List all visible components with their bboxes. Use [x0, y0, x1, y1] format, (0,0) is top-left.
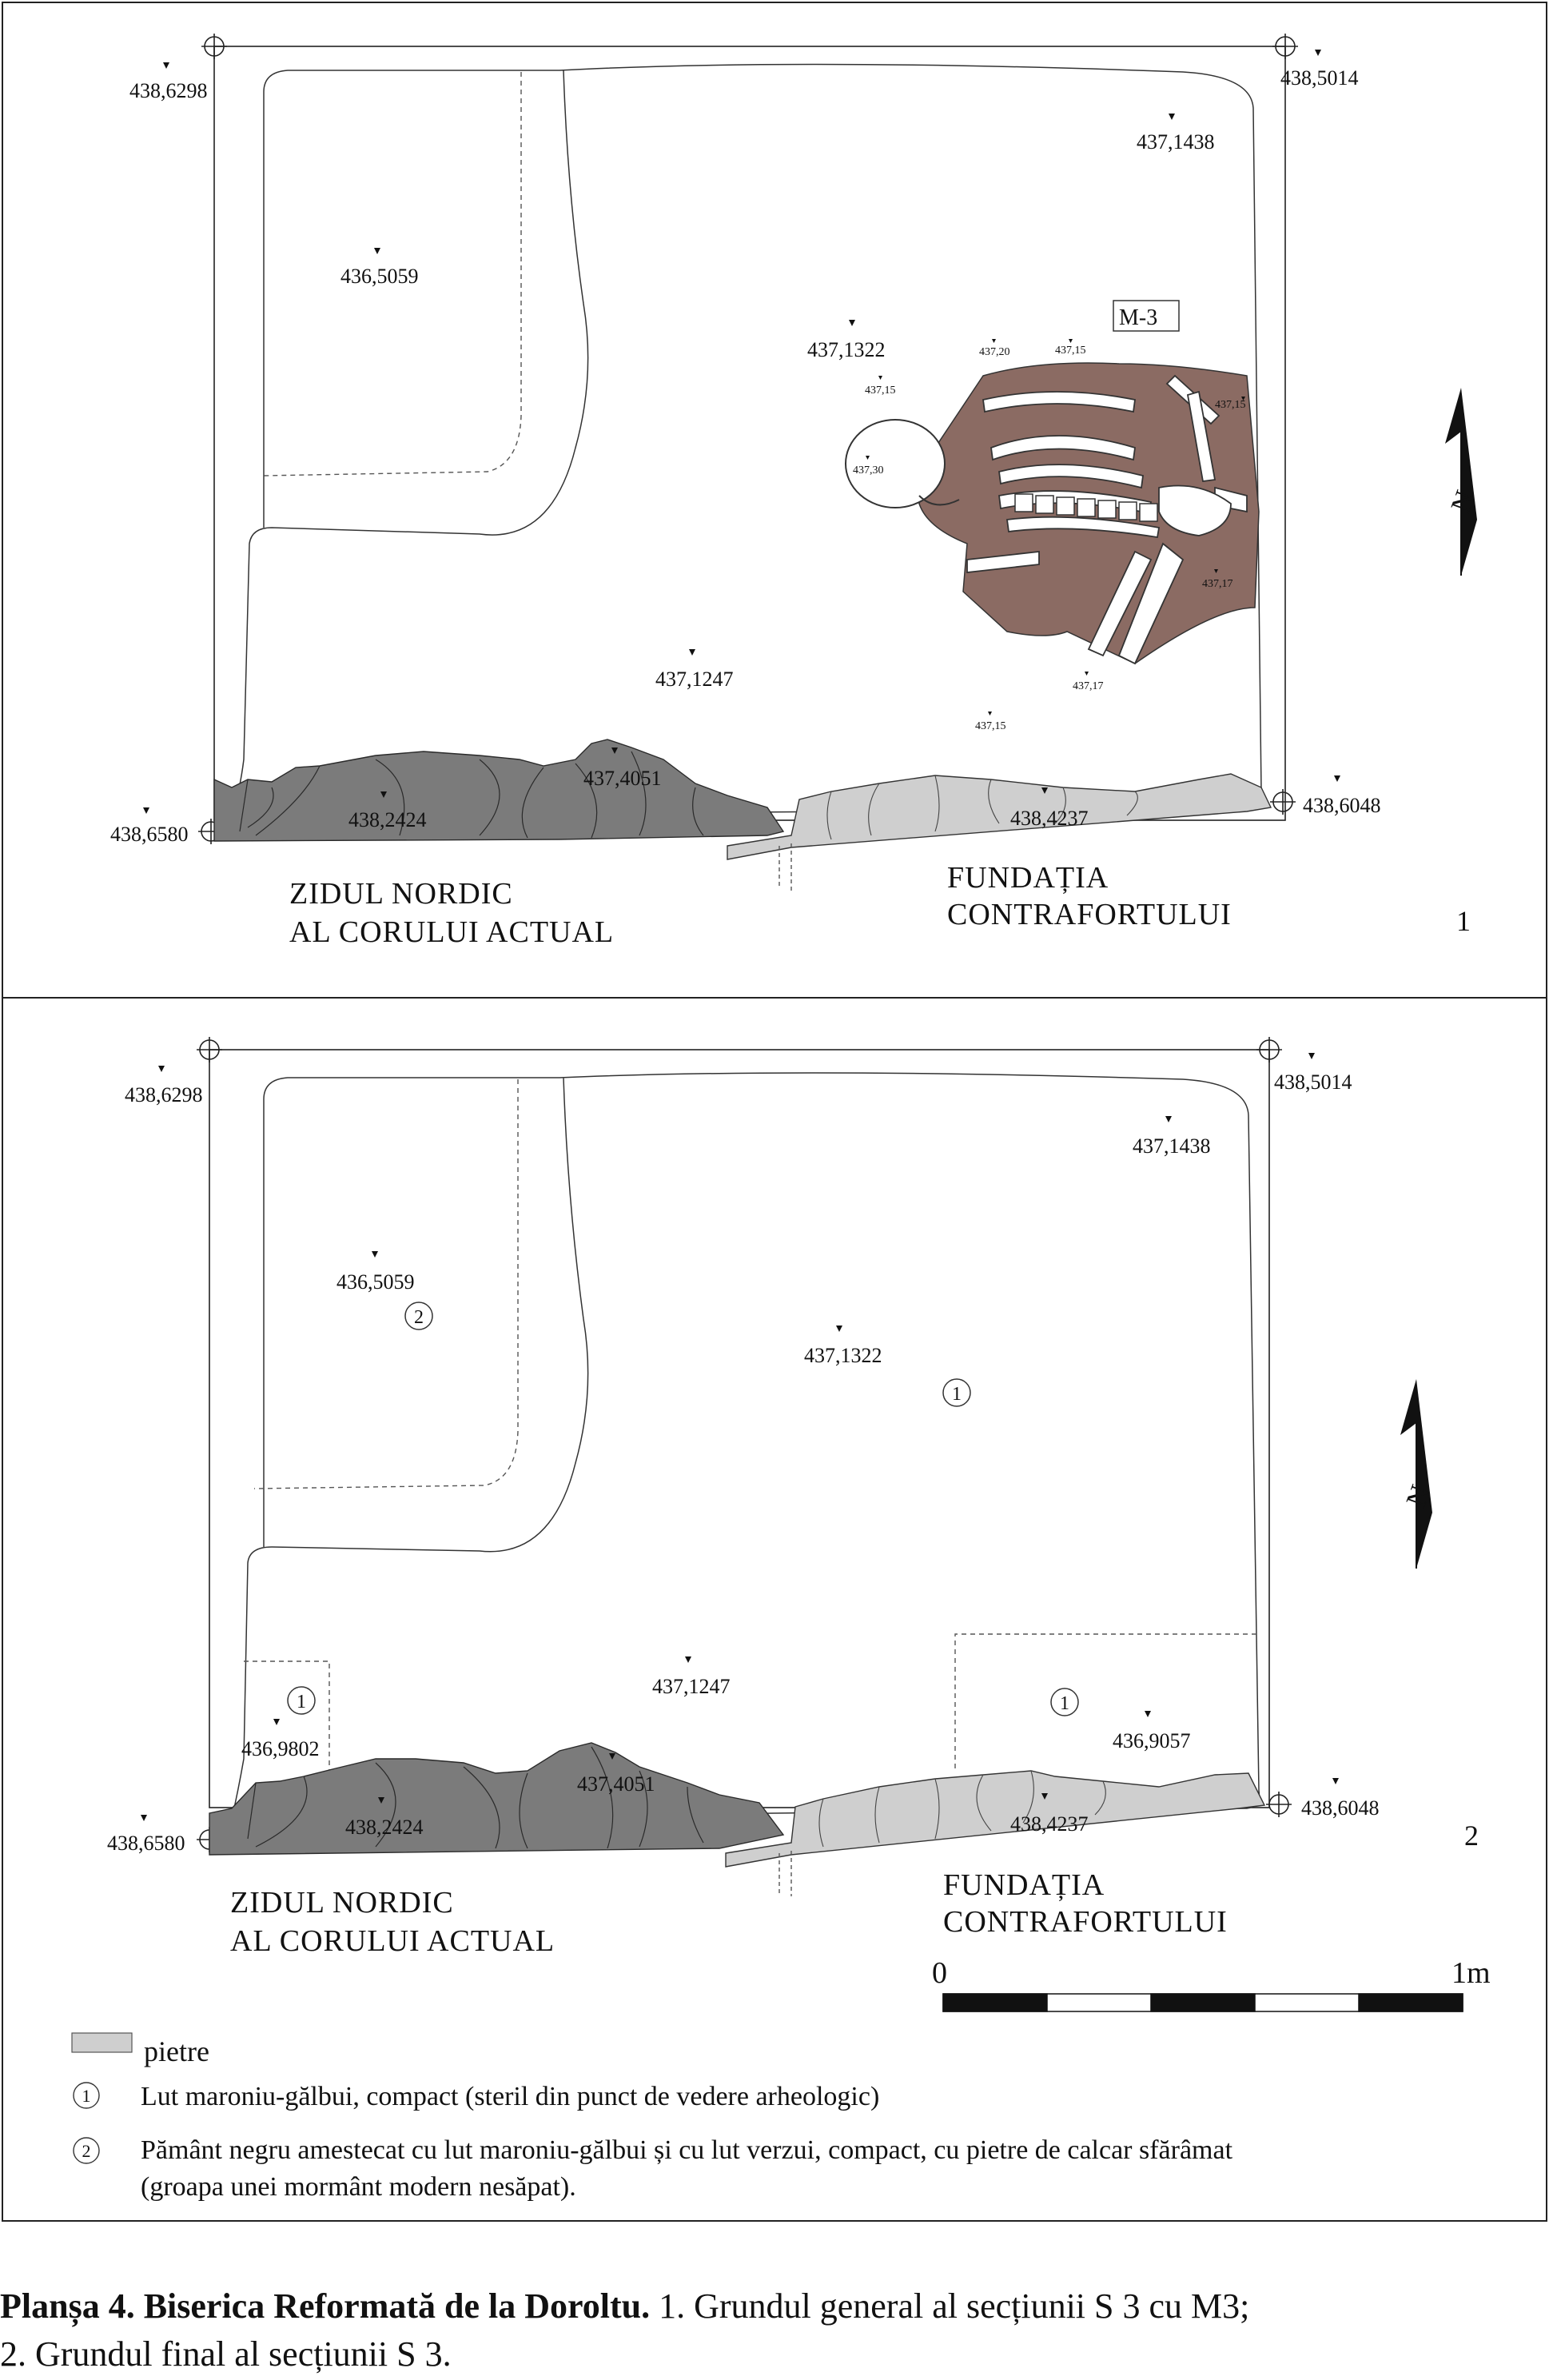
buttress-foundation-2 [725, 1770, 1266, 1868]
small-elev-1-0: 437,20 [979, 346, 1010, 358]
elev-2-5: 437,1247 [652, 1675, 731, 1698]
small-elev-1-1: 437,15 [1055, 345, 1086, 357]
wall-gap-dashed-1 [778, 843, 792, 891]
elev-2-12: 438,6048 [1301, 1796, 1380, 1820]
scale-start: 0 [932, 1956, 947, 1990]
elev-1-10: 438,6048 [1303, 794, 1381, 817]
figure-caption: Planșa 4. Biserica Reformată de la Dorol… [0, 2282, 1549, 2378]
elev-2-9: 438,6580 [107, 1832, 185, 1855]
legend-item-1: Lut maroniu-gălbui, compact (steril din … [141, 2082, 879, 2111]
layer-marker-2-3: 1 [1060, 1693, 1069, 1714]
layer-marker-circles-2 [287, 1302, 1079, 1716]
burial-m3 [845, 362, 1260, 665]
legend-item-2-line2: (groapa unei mormânt modern nesăpat). [141, 2172, 576, 2202]
foundation-label-1-line2: CONTRAFORTULUI [947, 898, 1232, 931]
north-label-1: N [1444, 486, 1481, 516]
elev-2-7: 437,4051 [577, 1772, 655, 1796]
legend-marker-1: 1 [82, 2086, 91, 2106]
north-wall-stones-1 [213, 739, 785, 842]
caption-line-1: Planșa 4. Biserica Reformată de la Dorol… [0, 2282, 1549, 2330]
elev-2-0: 438,6298 [125, 1083, 203, 1106]
skull [845, 419, 946, 508]
caption-line-2: 2. Grundul final al secțiunii S 3. [0, 2334, 452, 2374]
foundation-label-2-line1: FUNDAȚIA [943, 1868, 1105, 1902]
panel-1: M-3 438,6298 438,5014 [110, 34, 1481, 949]
layer-marker-2-0: 2 [414, 1307, 424, 1328]
layer1-dashed-left [244, 1660, 330, 1791]
archaeological-plate: M-3 438,6298 438,5014 [2, 2, 1547, 2222]
legend-marker-2-circle [73, 2137, 100, 2164]
elev-1-7: 438,2424 [348, 808, 427, 831]
elev-1-9: 438,4237 [1010, 807, 1089, 830]
caption-title: Planșa 4. Biserica Reformată de la Dorol… [0, 2286, 651, 2326]
elev-2-2: 437,1438 [1133, 1134, 1211, 1158]
small-elev-1-7: 437,17 [1202, 578, 1233, 590]
pit-dashed-2 [253, 1079, 519, 1489]
small-elev-1-6: 437,15 [975, 720, 1006, 732]
elev-2-3: 436,5059 [336, 1270, 415, 1294]
wall-label-1-line2: AL CORULUI ACTUAL [289, 915, 614, 949]
layer-marker-2-2: 1 [297, 1692, 306, 1712]
wall-stone-joints-2 [247, 1746, 704, 1849]
elevation-markers-1 [143, 50, 1340, 814]
north-arrow-2: N [1400, 1379, 1436, 1569]
elev-2-8: 438,2424 [345, 1816, 424, 1839]
pit-dashed-1 [263, 72, 522, 476]
spine [1014, 493, 1158, 522]
elev-2-11: 438,4237 [1010, 1812, 1089, 1836]
burial-label-box [1113, 300, 1180, 332]
foundation-label-2-line2: CONTRAFORTULUI [943, 1905, 1228, 1939]
caption-part-1: 1. Grundul general al secțiunii S 3 cu M… [650, 2286, 1250, 2326]
pelvis [1158, 484, 1232, 536]
elev-1-4: 437,1322 [807, 338, 886, 361]
legend-item-2-line1: Pământ negru amestecat cu lut maroniu-gă… [141, 2135, 1233, 2165]
elev-1-8: 438,6580 [110, 823, 189, 846]
elev-2-4: 437,1322 [804, 1344, 882, 1367]
small-elevation-markers-1 [866, 339, 1245, 716]
foundation-label-1-line1: FUNDAȚIA [947, 861, 1109, 895]
layer1-dashed-right [954, 1633, 1259, 1768]
jaw [918, 495, 960, 506]
legend-stone-swatch [71, 2032, 133, 2053]
panel-number-2: 2 [1464, 1820, 1479, 1852]
north-arrow-1: N [1444, 388, 1481, 576]
elev-2-1: 438,5014 [1274, 1070, 1352, 1094]
small-elev-1-5: 437,17 [1073, 680, 1104, 692]
elevation-markers-2 [141, 1053, 1339, 1821]
layer-marker-2-1: 1 [952, 1384, 962, 1405]
legend-stones-label: pietre [144, 2035, 209, 2067]
elev-1-1: 438,5014 [1280, 66, 1359, 90]
elev-2-10: 436,9057 [1113, 1729, 1191, 1752]
grid-corner-markers-1 [198, 34, 1298, 844]
panel-number-1: 1 [1456, 905, 1471, 937]
section-grid-2 [209, 1049, 1270, 1808]
north-label-2: N [1400, 1481, 1436, 1511]
wall-gap-dashed-2 [778, 1851, 792, 1896]
wall-stone-joints-1 [239, 751, 704, 839]
small-elev-1-2: 437,15 [865, 385, 896, 397]
elev-1-3: 436,5059 [340, 265, 419, 288]
elev-1-5: 437,1247 [655, 668, 734, 691]
foundation-joints-2 [818, 1770, 1106, 1848]
panel-2-frame [2, 997, 1547, 2222]
elev-1-6: 437,4051 [583, 767, 662, 790]
wall-label-1-line1: ZIDUL NORDIC [289, 877, 513, 911]
elev-1-2: 437,1438 [1137, 130, 1215, 153]
legend-marker-2: 2 [82, 2141, 91, 2161]
wall-label-2-line1: ZIDUL NORDIC [230, 1886, 454, 1920]
buttress-foundation-1 [727, 773, 1272, 860]
panel-2: 438,6298 438,5014 437,1438 436,5059 437,… [71, 1037, 1491, 2202]
legend-marker-1-circle [73, 2082, 100, 2109]
scale-bar [942, 1993, 1463, 2012]
burial-label: M-3 [1119, 305, 1157, 330]
excavation-outline-2 [231, 1072, 1260, 1820]
wall-label-2-line2: AL CORULUI ACTUAL [230, 1924, 555, 1958]
scale-end: 1m [1451, 1956, 1491, 1990]
elev-1-0: 438,6298 [129, 79, 208, 102]
foundation-joints-1 [826, 775, 1138, 840]
long-bones [966, 374, 1248, 665]
elev-2-6: 436,9802 [241, 1737, 320, 1760]
small-elev-1-4: 437,15 [1215, 399, 1246, 411]
small-elev-1-3: 437,30 [853, 464, 884, 476]
